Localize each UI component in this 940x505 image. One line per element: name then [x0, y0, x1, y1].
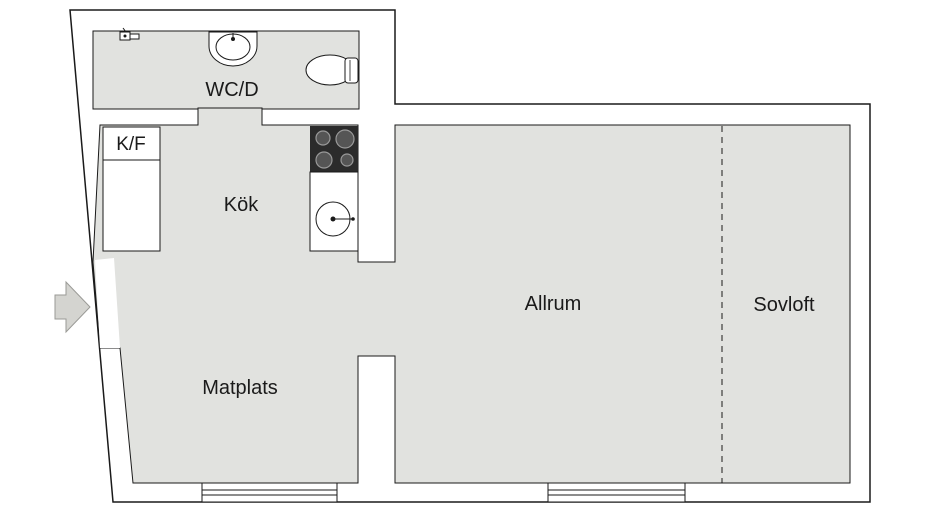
window-icon	[201, 482, 338, 503]
room-label-kok: Kök	[224, 194, 259, 216]
wall-entrance-left	[95, 258, 120, 348]
window-icon	[547, 482, 686, 503]
kf-cabinet	[102, 126, 161, 252]
toilet-icon	[305, 54, 359, 86]
room-label-kf: K/F	[116, 134, 146, 155]
stove-icon	[310, 126, 358, 172]
main-floor	[92, 107, 851, 484]
kitchen-sink-icon	[309, 171, 359, 252]
entrance-arrow-icon	[54, 280, 91, 334]
faucet-icon	[119, 27, 140, 41]
washbasin-icon	[208, 31, 258, 67]
room-label-allrum: Allrum	[525, 293, 582, 315]
room-label-matplats: Matplats	[202, 377, 278, 399]
room-label-wc: WC/D	[205, 79, 258, 101]
room-label-sovloft: Sovloft	[753, 294, 815, 316]
